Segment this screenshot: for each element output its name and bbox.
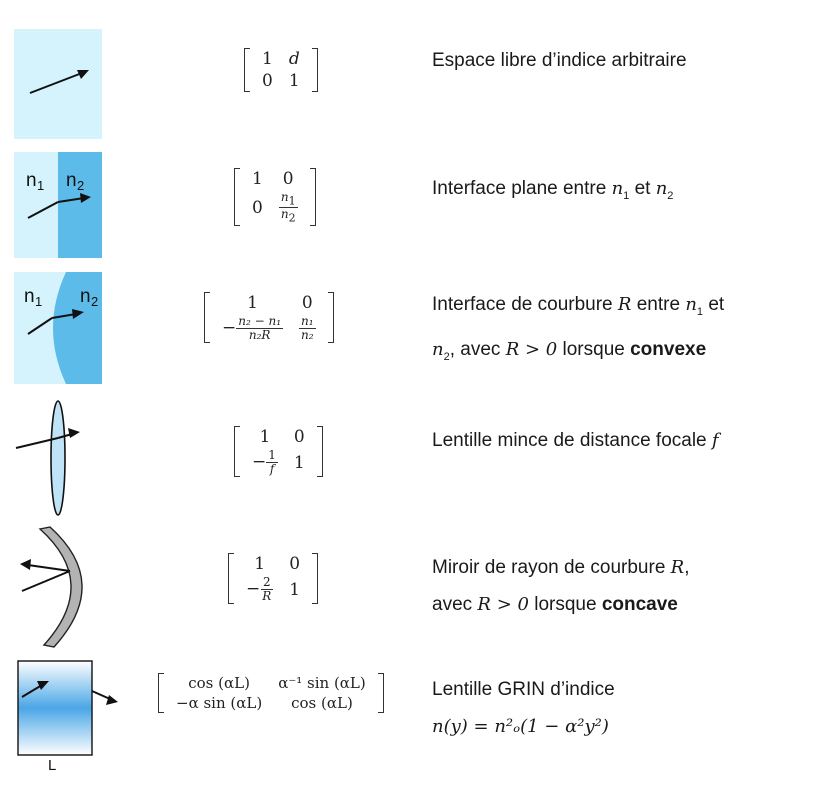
grin-lens-icon: L — [17, 660, 118, 771]
length-label: L — [48, 757, 56, 771]
description-curved-mirror: Miroir de rayon de courbure R, avec R > … — [432, 557, 690, 615]
curved-interface-icon: n 1 n 2 — [14, 272, 102, 384]
svg-text:1: 1 — [37, 178, 44, 193]
curved-mirror-icon — [20, 526, 83, 648]
description-flat-interface: Interface plane entre n1 et n2 — [432, 178, 674, 202]
n2-label: n — [66, 170, 77, 191]
n1-label: n — [24, 286, 35, 307]
description-grin-lens: Lentille GRIN d’indice n(y) = n²ₒ(1 − α²… — [432, 679, 615, 737]
row-grin-lens: L cos (αL)α⁻¹ sin (αL) −α sin (αL)cos (α… — [0, 655, 836, 795]
thin-lens-icon — [15, 400, 80, 516]
free-space-icon — [14, 29, 102, 139]
n2-label: n — [80, 286, 91, 307]
svg-text:2: 2 — [91, 294, 98, 309]
svg-text:2: 2 — [77, 178, 84, 193]
svg-text:1: 1 — [35, 294, 42, 309]
description-curved-interface: Interface de courbure R entre n1 et n2, … — [432, 294, 725, 363]
matrix-grin-lens: cos (αL)α⁻¹ sin (αL) −α sin (αL)cos (αL) — [158, 673, 384, 713]
description-free-space: Espace libre d’indice arbitraire — [432, 50, 687, 71]
n1-label: n — [26, 170, 37, 191]
description-thin-lens: Lentille mince de distance focale f — [432, 430, 719, 451]
flat-interface-icon: n 1 n 2 — [14, 152, 102, 258]
